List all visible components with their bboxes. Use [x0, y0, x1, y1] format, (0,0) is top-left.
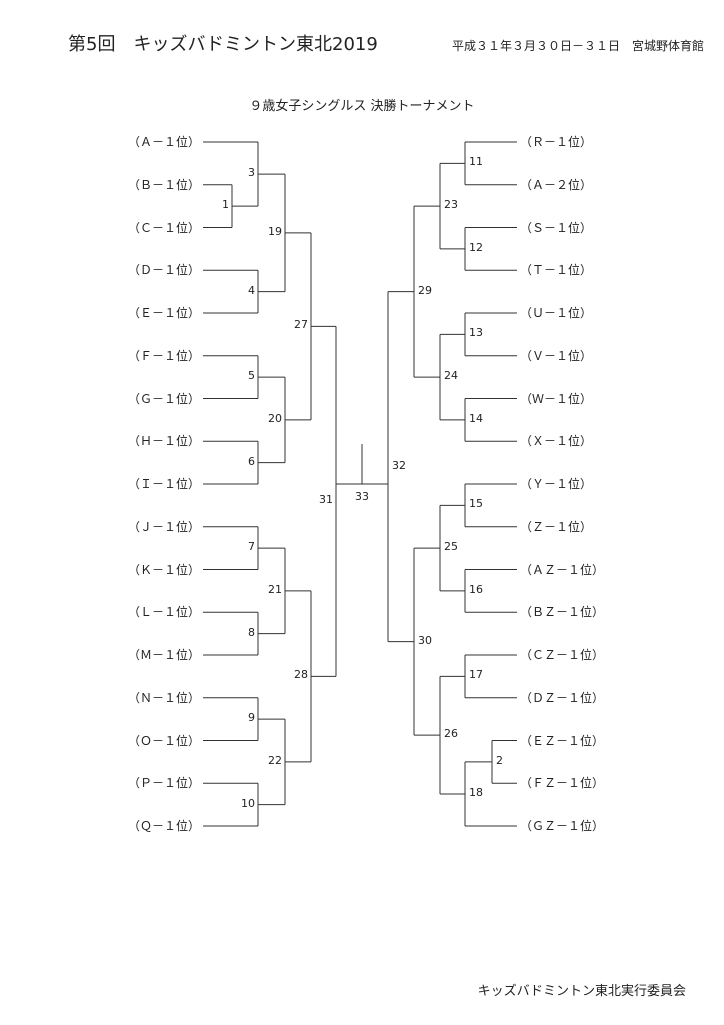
match-number: 30: [418, 633, 432, 647]
match-number: 19: [268, 224, 282, 238]
match-number: 15: [469, 497, 483, 511]
match-number: 4: [248, 283, 255, 297]
match-number: 32: [392, 458, 406, 472]
match-number: 16: [469, 582, 483, 596]
player-entry: （Ｏ－１位）: [127, 733, 200, 748]
match-number: 10: [241, 796, 255, 810]
match-number: 6: [248, 454, 255, 468]
player-entry: （Ｂ－１位）: [127, 177, 200, 192]
match-number: 28: [294, 668, 308, 682]
match-number: 25: [444, 540, 458, 554]
player-entry: （Ｖ－１位）: [520, 348, 593, 363]
organizer: キッズバドミントン東北実行委員会: [477, 984, 686, 999]
match-number: 23: [444, 198, 458, 212]
player-entry: （Ｒ－１位）: [520, 135, 593, 149]
player-entry: （Ａ－１位）: [127, 135, 200, 149]
player-entry: （ＤＺ－１位）: [520, 690, 605, 705]
match-number: 26: [444, 727, 458, 741]
match-number: 9: [248, 711, 255, 725]
player-entry: （Ｕ－１位）: [520, 306, 593, 320]
match-number: 1: [222, 198, 229, 212]
match-number: 31: [319, 493, 333, 507]
match-number: 13: [469, 326, 483, 340]
player-entry: （ＥＺ－１位）: [520, 733, 605, 748]
player-entry: （Ｌ－１位）: [127, 605, 200, 620]
match-number-final: 33: [355, 490, 369, 503]
player-entry: （ＧＺ－１位）: [520, 819, 605, 833]
event-title: ９歳女子シングルス 決勝トーナメント: [249, 99, 475, 114]
match-number: 12: [469, 240, 483, 254]
player-entry: （Ｄ－１位）: [127, 263, 200, 278]
player-entry: （Ｔ－１位）: [520, 263, 593, 278]
match-number: 20: [268, 411, 282, 425]
player-entry: （ＦＺ－１位）: [520, 776, 605, 791]
match-number: 5: [248, 369, 255, 383]
match-number: 24: [444, 369, 458, 383]
date-venue: 平成３１年３月３０日－３１日 宮城野体育館: [451, 39, 704, 53]
player-entry: （Ｃ－１位）: [127, 220, 200, 235]
match-number: 7: [248, 540, 255, 554]
player-entry: （Ｇ－１位）: [127, 391, 200, 406]
match-number: 8: [248, 625, 255, 639]
player-entry: （Ｊ－１位）: [127, 519, 200, 534]
match-number: 3: [248, 166, 255, 180]
player-entry: （ＢＺ－１位）: [520, 605, 605, 620]
player-entry: （Ａ－２位）: [520, 177, 593, 192]
match-number: 27: [294, 318, 308, 332]
player-entry: （Ｘ－１位）: [520, 434, 593, 449]
player-entry: （Ｗ－１位）: [520, 391, 593, 406]
match-number: 2: [496, 753, 503, 767]
player-entry: （ＣＺ－１位）: [520, 648, 605, 662]
match-number: 18: [469, 785, 483, 799]
player-entry: （Ｉ－１位）: [127, 477, 200, 491]
player-entry: （Ｆ－１位）: [127, 348, 200, 363]
page-title: 第5回 キッズバドミントン東北2019: [68, 34, 378, 55]
match-number: 29: [418, 283, 432, 297]
player-entry: （Ｎ－１位）: [127, 690, 200, 705]
match-number: 14: [469, 411, 483, 425]
player-entry: （Ｍ－１位）: [127, 648, 200, 662]
player-entry: （Ｑ－１位）: [127, 819, 200, 833]
player-entry: （Ｓ－１位）: [520, 220, 593, 235]
match-number: 22: [268, 753, 282, 767]
player-entry: （Ｚ－１位）: [520, 519, 593, 534]
match-number: 21: [268, 582, 282, 596]
player-entry: （Ｋ－１位）: [127, 562, 200, 577]
match-number: 17: [469, 668, 483, 682]
player-entry: （Ｐ－１位）: [127, 776, 200, 791]
player-entry: （Ｅ－１位）: [127, 306, 200, 320]
player-entry: （ＡＺ－１位）: [520, 562, 605, 577]
player-entry: （Ｙ－１位）: [520, 477, 593, 491]
player-entry: （Ｈ－１位）: [127, 434, 200, 449]
match-number: 11: [469, 155, 483, 169]
